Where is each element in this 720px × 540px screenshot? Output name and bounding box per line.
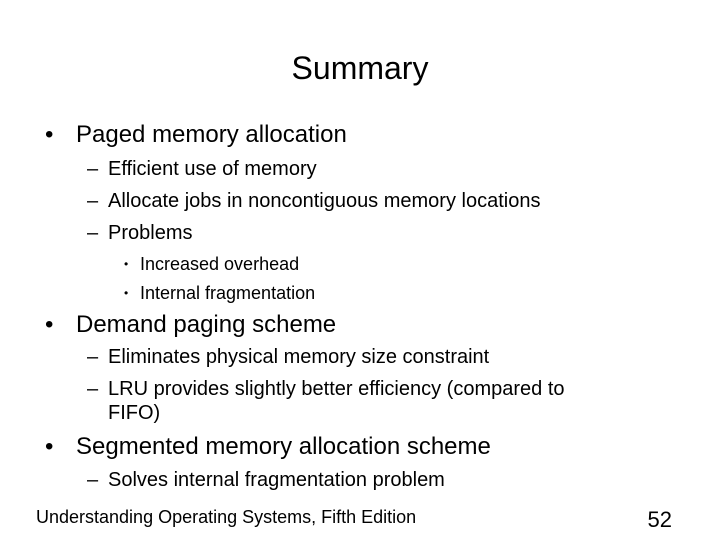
- dash-marker: –: [87, 190, 99, 212]
- footer-text: Understanding Operating Systems, Fifth E…: [36, 507, 417, 527]
- bullet-text: Segmented memory allocation scheme: [76, 433, 491, 460]
- sub-bullet-text: Solves internal fragmentation problem: [108, 469, 445, 491]
- bullet-marker: •: [45, 433, 54, 460]
- sub-sub-bullet-text: Internal fragmentation: [140, 283, 316, 303]
- sub-bullet-text: Problems: [108, 222, 193, 244]
- sub-bullet-text: Efficient use of memory: [108, 158, 317, 180]
- slide-title: Summary: [291, 50, 429, 86]
- dash-marker: –: [87, 222, 99, 244]
- bullet-marker: •: [124, 286, 129, 300]
- sub-bullet-text: FIFO): [108, 402, 161, 424]
- dash-marker: –: [87, 378, 99, 400]
- bullet-text: Paged memory allocation: [76, 121, 347, 148]
- sub-bullet-text: LRU provides slightly better efficiency …: [108, 378, 565, 400]
- dash-marker: –: [87, 346, 99, 368]
- dash-marker: –: [87, 158, 99, 180]
- bullet-text: Demand paging scheme: [76, 311, 337, 338]
- page-number: 52: [647, 507, 672, 532]
- sub-sub-bullet-text: Increased overhead: [140, 254, 300, 274]
- sub-bullet-text: Allocate jobs in noncontiguous memory lo…: [108, 190, 541, 212]
- bullet-marker: •: [45, 311, 54, 338]
- bullet-marker: •: [124, 257, 129, 271]
- dash-marker: –: [87, 469, 99, 491]
- sub-bullet-text: Eliminates physical memory size constrai…: [108, 346, 490, 368]
- bullet-marker: •: [45, 121, 54, 148]
